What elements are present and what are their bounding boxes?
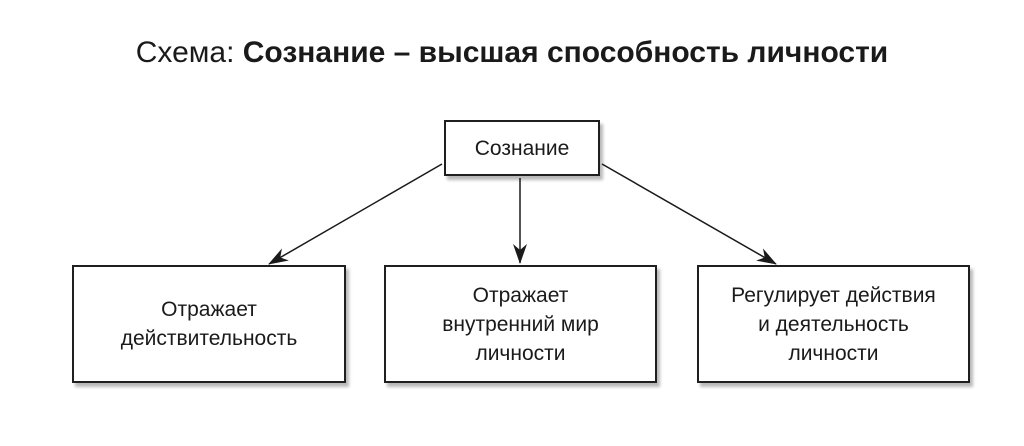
arrow-to-child-3 [601, 163, 777, 265]
child-node-label: Регулирует действия и деятельность лично… [731, 283, 936, 365]
child-node-reflects-reality: Отражает действительность [72, 265, 346, 383]
root-node: Сознание [444, 120, 600, 176]
title-prefix: Схема: [135, 36, 243, 69]
root-node-label: Сознание [474, 136, 570, 160]
child-node-label: Отражает действительность [120, 298, 298, 350]
arrow-to-child-1 [268, 163, 443, 265]
diagram-title: Схема: Сознание – высшая способность лич… [0, 36, 1024, 70]
title-main: Сознание – высшая способность личности [242, 36, 889, 69]
child-node-reflects-inner-world: Отражает внутренний мир личности [384, 265, 657, 383]
child-node-regulates-actions: Регулирует действия и деятельность лично… [697, 265, 970, 383]
child-node-label: Отражает внутренний мир личности [442, 283, 599, 365]
